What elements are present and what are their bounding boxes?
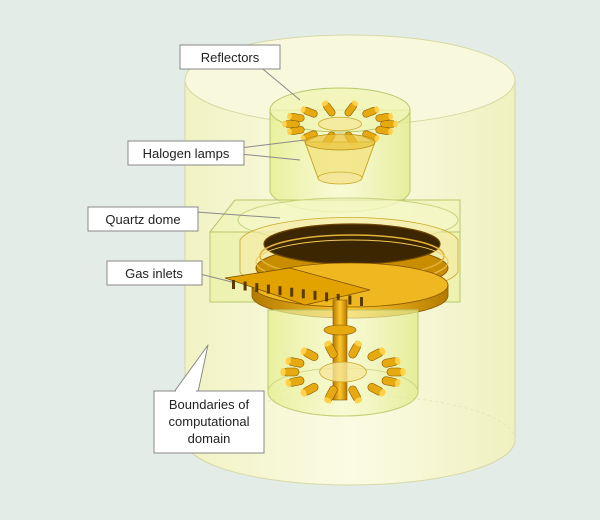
gas-inlet-pin <box>348 295 352 305</box>
halogen-lamp <box>348 385 363 404</box>
halogen-lamp <box>285 356 305 368</box>
gas-inlet-pin <box>255 283 259 293</box>
gas-inlet-pin <box>232 280 235 289</box>
halogen-lamp <box>386 367 406 377</box>
halogen-lamp <box>362 106 380 118</box>
halogen-lamp <box>280 367 300 377</box>
label-boundaries-line1: Boundaries of <box>169 397 250 412</box>
gas-inlet-pin <box>301 289 305 299</box>
gas-inlet-pin <box>336 293 340 303</box>
halogen-lamp <box>300 347 319 361</box>
callout-quartz-dome: Quartz dome <box>87 206 281 232</box>
label-boundaries-line3: domain <box>188 431 231 446</box>
gas-inlet-pin <box>266 284 270 294</box>
lower-halogen-lamp-ring <box>280 340 406 404</box>
gas-inlet-pin <box>313 290 317 300</box>
callout-boundaries: Boundaries of computational domain <box>153 344 265 454</box>
reflector-center <box>317 116 362 132</box>
halogen-lamp <box>375 126 393 136</box>
halogen-lamp <box>282 120 300 128</box>
upper-halogen-lamp-ring <box>282 100 398 148</box>
label-boundaries-line2: computational <box>169 414 250 429</box>
gas-inlet-pin <box>360 297 363 306</box>
halogen-lamp <box>367 347 386 361</box>
label-gas-inlets: Gas inlets <box>125 266 183 281</box>
gas-inlet-manifold <box>224 267 371 306</box>
gas-inlet-pin <box>290 287 294 297</box>
halogen-lamp <box>381 376 401 388</box>
label-quartz-dome: Quartz dome <box>105 212 180 227</box>
gas-inlet-pins <box>232 280 363 306</box>
gas-inlet-pin <box>325 292 329 302</box>
halogen-lamp <box>285 376 305 388</box>
callout-gas-inlets: Gas inlets <box>106 260 233 286</box>
reflector-cone <box>304 133 376 185</box>
halogen-lamp <box>287 112 305 122</box>
halogen-lamp <box>380 120 398 128</box>
halogen-lamp <box>344 100 359 117</box>
halogen-lamp <box>300 383 319 397</box>
callout-halogen-lamps: Halogen lamps <box>127 139 306 166</box>
label-reflectors: Reflectors <box>201 50 260 65</box>
halogen-lamp <box>367 383 386 397</box>
reflector-center <box>319 361 367 383</box>
halogen-lamp <box>348 340 363 359</box>
gas-inlet-pin <box>243 281 247 291</box>
halogen-lamp <box>323 340 338 359</box>
gas-inlet-pin <box>278 286 282 296</box>
halogen-lamp <box>321 100 336 117</box>
halogen-lamp <box>375 112 393 122</box>
callout-reflectors: Reflectors <box>179 44 301 101</box>
halogen-lamp <box>381 356 401 368</box>
halogen-lamp <box>287 126 305 136</box>
label-halogen-lamps: Halogen lamps <box>143 146 230 161</box>
halogen-lamp <box>362 130 380 142</box>
halogen-lamp <box>323 385 338 404</box>
halogen-lamp <box>300 106 318 118</box>
